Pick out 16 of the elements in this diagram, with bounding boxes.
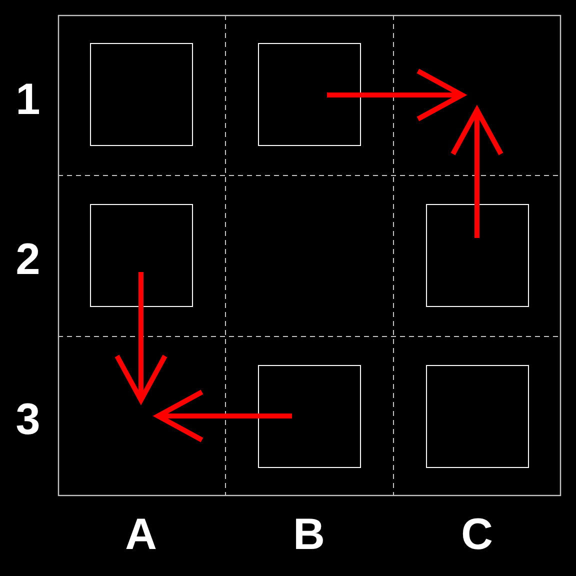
row-label: 1 [16, 78, 40, 122]
arrow [156, 390, 292, 442]
square-box [258, 365, 361, 468]
square-box [90, 43, 193, 146]
column-label: B [293, 513, 325, 557]
square-box [426, 204, 529, 307]
column-label: A [125, 513, 157, 557]
square-box [426, 365, 529, 468]
row-label: 2 [16, 238, 40, 282]
row-label: 3 [16, 398, 40, 442]
column-label: C [461, 513, 493, 557]
arrow [450, 108, 504, 238]
arrow [114, 272, 168, 402]
square-box [90, 204, 193, 307]
square-box [258, 43, 361, 146]
arrow [327, 68, 464, 122]
